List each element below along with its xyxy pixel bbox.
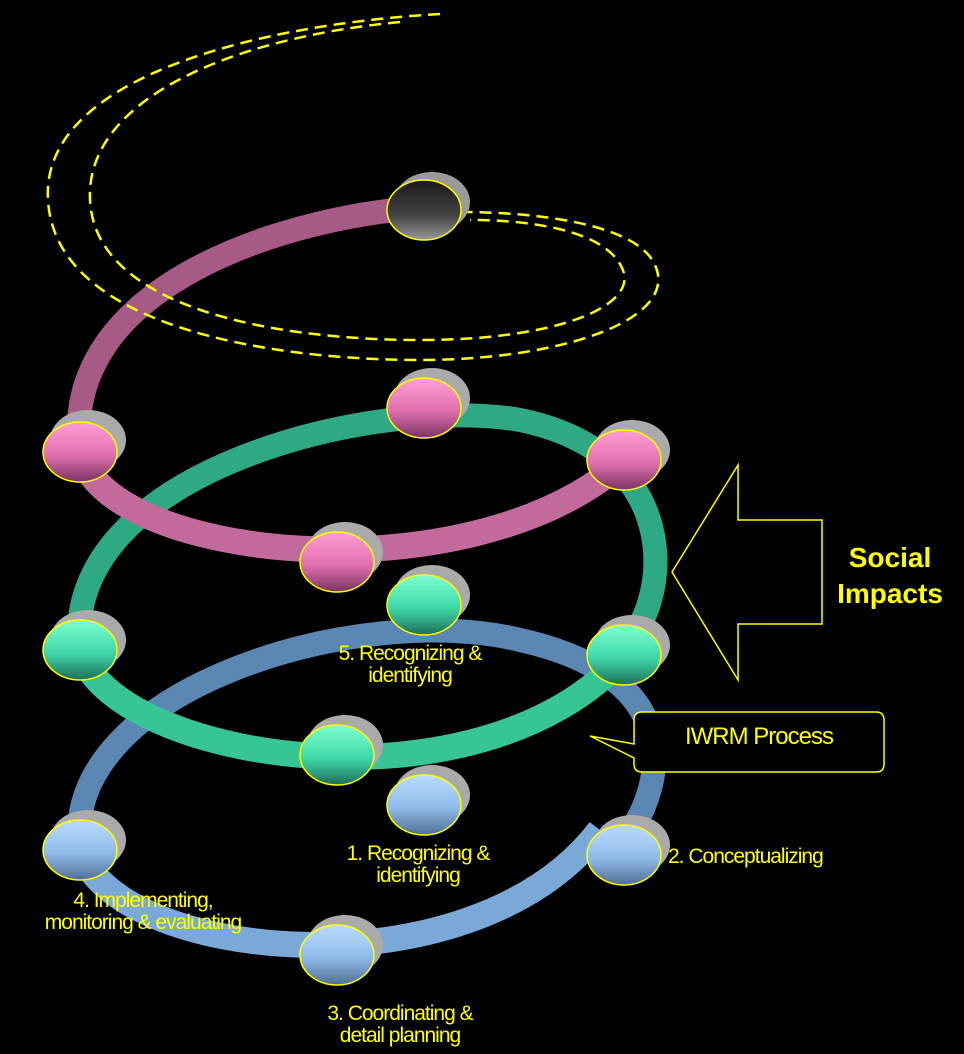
- step-5-line2: identifying: [368, 664, 453, 687]
- node-blue-bottom: [299, 924, 375, 986]
- node-pink-right: [586, 429, 662, 491]
- dashed-continuation: [46, 12, 660, 362]
- blue-ring: [67, 618, 666, 853]
- node-blue-right: [586, 824, 662, 886]
- step-3-line2: detail planning: [339, 1024, 461, 1047]
- pink-ring-front: [67, 446, 634, 563]
- pink-ring-back: [66, 196, 421, 452]
- node-green-right: [586, 624, 662, 686]
- node-blue-left: [42, 819, 118, 881]
- step-2-line1: 2. Conceptualizing: [668, 845, 824, 868]
- social-impacts-line2: Impacts: [837, 578, 943, 609]
- node-blue-top: [386, 774, 462, 836]
- step-1-line2: identifying: [376, 864, 461, 887]
- step-3-line1: 3. Coordinating &: [327, 1002, 473, 1025]
- step-1-line1: 1. Recognizing &: [346, 842, 491, 865]
- social-impacts-label: Social Impacts: [820, 540, 960, 612]
- step-4-line1: 4. Implementing,: [73, 889, 213, 912]
- node-green-top: [386, 574, 462, 636]
- step-1-label: 1. Recognizing & identifying: [318, 843, 518, 887]
- iwrm-callout: [589, 711, 885, 773]
- social-impacts-line1: Social: [848, 542, 932, 573]
- step-3-label: 3. Coordinating & detail planning: [300, 1003, 500, 1047]
- nodes: [42, 172, 670, 986]
- step-2-label: 2. Conceptualizing: [668, 846, 878, 868]
- node-green-left: [42, 619, 118, 681]
- step-4-label: 4. Implementing, monitoring & evaluating: [18, 890, 268, 934]
- node-pink-left: [42, 421, 118, 483]
- iwrm-process-label: IWRM Process: [684, 723, 834, 750]
- blue-ring-back: [67, 618, 666, 853]
- pink-ring: [66, 196, 421, 452]
- node-pink-top: [386, 377, 462, 439]
- step-5-line1: 5. Recognizing &: [338, 642, 483, 665]
- node-pink-bottom: [299, 531, 375, 593]
- step-4-line2: monitoring & evaluating: [44, 911, 242, 934]
- social-impacts-arrow: [671, 462, 823, 683]
- step-5-label: 5. Recognizing & identifying: [310, 643, 510, 687]
- dashed-loop-outer: [46, 12, 660, 362]
- node-green-bottom: [299, 724, 375, 786]
- node-top: [386, 179, 462, 241]
